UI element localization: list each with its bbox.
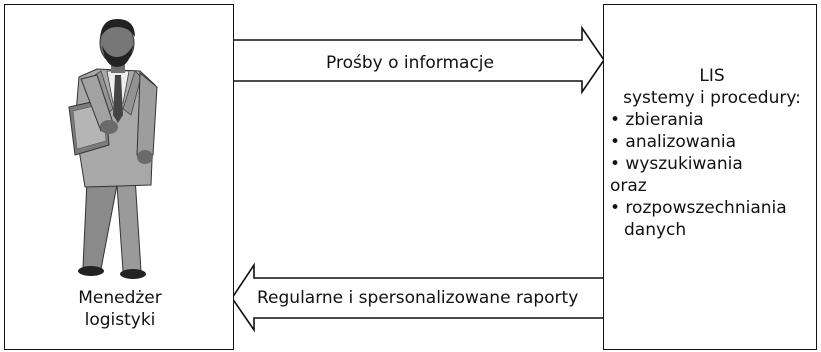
lis-subtitle: systemy i procedury: [623, 88, 801, 108]
top-arrow-label: Prośby o informacje [326, 53, 494, 73]
manager-box: Menedżer logistyki [4, 4, 234, 350]
lis-list: LIS systemy i procedury: • zbierania • a… [610, 65, 814, 241]
lis-item: • rozpowszechniania [610, 198, 787, 218]
top-arrow-shape [231, 25, 605, 95]
manager-label-line-2: logistyki [84, 310, 156, 330]
manager-label-line-1: Menedżer [78, 288, 162, 308]
lis-item: • zbierania [610, 110, 704, 130]
lis-box: LIS systemy i procedury: • zbierania • a… [603, 4, 817, 350]
lis-item: oraz [610, 176, 647, 196]
bottom-arrow-shape [231, 262, 606, 333]
lis-item: • wyszukiwania [610, 154, 743, 174]
lis-title: LIS [699, 66, 725, 86]
lis-item: danych [624, 220, 687, 240]
businessman-icon [68, 19, 158, 279]
lis-item: • analizowania [610, 132, 737, 152]
manager-label: Menedżer logistyki [5, 287, 235, 331]
bottom-arrow-label: Regularne i spersonalizowane raporty [257, 288, 579, 308]
